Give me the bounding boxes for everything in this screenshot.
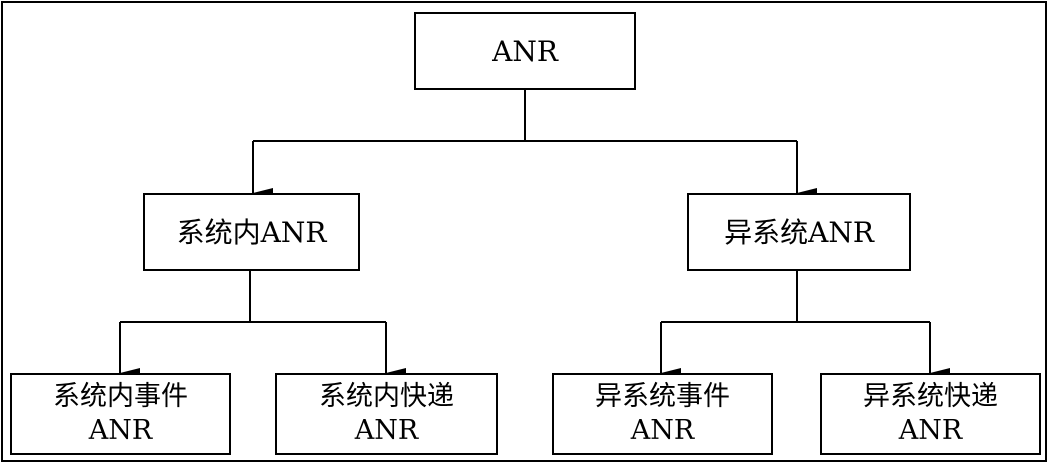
node-intra-fast-line1: 系统内快递 — [319, 381, 454, 413]
node-intra-system-event-anr: 系统内事件 ANR — [10, 373, 231, 455]
node-inter-fast-line2: ANR — [898, 415, 963, 446]
node-inter-system-event-anr: 异系统事件 ANR — [552, 373, 773, 455]
node-anr-root: ANR — [414, 12, 636, 90]
node-inter-event-line2: ANR — [630, 415, 695, 446]
node-inter-fast-line1: 异系统快递 — [863, 381, 998, 413]
node-anr-root-label: ANR — [492, 34, 558, 68]
node-intra-event-line1: 系统内事件 — [53, 381, 188, 413]
node-intra-system-anr: 系统内ANR — [143, 193, 360, 271]
node-intra-event-line2: ANR — [88, 415, 153, 446]
node-inter-system-fast-anr: 异系统快递 ANR — [820, 373, 1041, 455]
node-inter-event-line1: 异系统事件 — [595, 381, 730, 413]
node-inter-system-anr-label: 异系统ANR — [724, 215, 874, 249]
node-intra-system-anr-label: 系统内ANR — [176, 215, 327, 249]
node-intra-fast-line2: ANR — [354, 415, 419, 446]
node-inter-system-anr: 异系统ANR — [687, 193, 911, 271]
node-intra-system-fast-anr: 系统内快递 ANR — [275, 373, 498, 455]
